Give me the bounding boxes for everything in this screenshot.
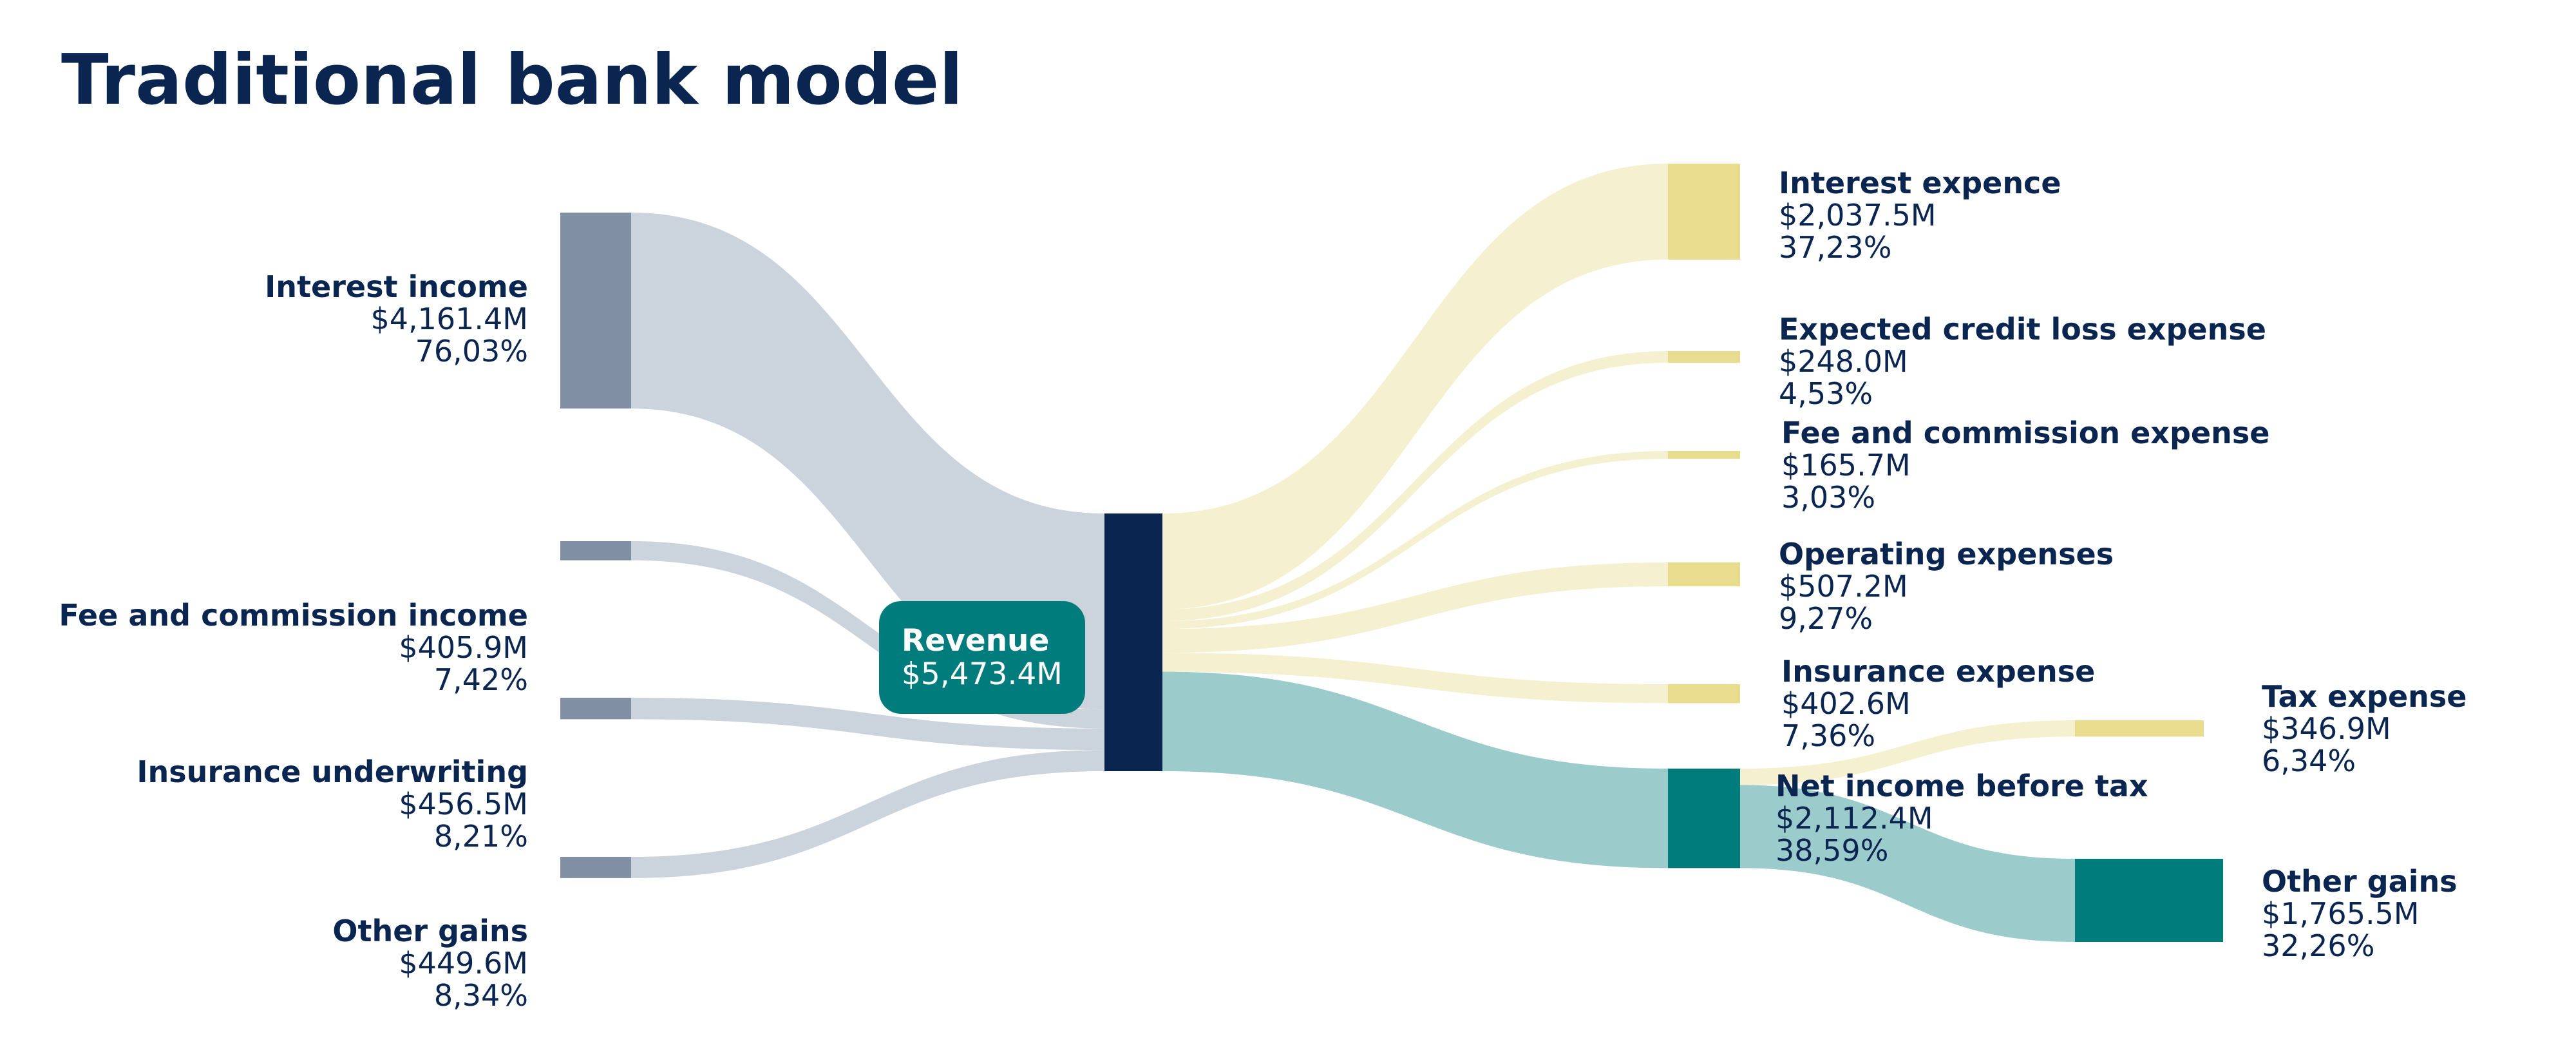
source-label-2-value-label: $456.5M (399, 787, 528, 821)
flow-expense-2 (1162, 451, 1668, 629)
flow-expense-0 (1162, 164, 1668, 609)
source-node-0 (560, 213, 631, 409)
final-node-1 (2075, 859, 2223, 943)
source-node-3 (560, 857, 631, 878)
revenue-badge (879, 601, 1085, 714)
revenue-badge-value: $5,473.4M (902, 657, 1063, 692)
net-income-label-pct-label: 38,59% (1776, 833, 1888, 868)
source-label-2-pct-label: 8,21% (434, 819, 528, 854)
final-label-0-name: Tax expense (2262, 679, 2467, 714)
source-label-0-pct-label: 76,03% (415, 334, 528, 369)
revenue-node (1104, 513, 1162, 771)
net-income-label-name: Net income before tax (1776, 769, 2148, 803)
flow-final-1 (1740, 785, 2075, 943)
flow-expense-4 (1162, 653, 1668, 704)
final-label-0-pct-label: 6,34% (2262, 743, 2356, 778)
expense-label-4-pct-label: 7,36% (1781, 718, 1875, 753)
source-label-0-value-label: $4,161.4M (370, 302, 528, 336)
final-label-0-value-label: $346.9M (2262, 711, 2391, 746)
net-income-node (1668, 769, 1740, 868)
final-label-1-name: Other gains (2262, 864, 2458, 899)
revenue-badge-name: Revenue (902, 623, 1049, 658)
net-income-label-value-label: $2,112.4M (1776, 801, 1933, 836)
flow-income-1 (631, 541, 1104, 729)
expense-label-1-value-label: $248.0M (1779, 344, 1908, 379)
source-node-1 (560, 541, 631, 561)
flow-net-income (1162, 671, 1668, 868)
flow-income-2 (631, 698, 1104, 751)
expense-label-3-value-label: $507.2M (1779, 569, 1908, 604)
flow-income-3 (631, 750, 1104, 878)
source-label-1-value-label: $405.9M (399, 630, 528, 665)
final-label-1-pct-label: 32,26% (2262, 928, 2374, 963)
final-label-1-value-label: $1,765.5M (2262, 896, 2420, 931)
expense-label-0-pct-label: 37,23% (1779, 230, 1891, 265)
flow-final-0 (1740, 720, 2075, 785)
expense-label-2-value-label: $165.7M (1781, 448, 1911, 483)
expense-label-3-pct-label: 9,27% (1779, 601, 1873, 636)
expense-label-3-name: Operating expenses (1779, 537, 2114, 571)
expense-node-4 (1668, 684, 1740, 704)
source-label-1-pct-label: 7,42% (434, 662, 528, 697)
expense-label-4-name: Insurance expense (1781, 654, 2095, 689)
flow-layer (631, 164, 2075, 943)
source-label-0-name: Interest income (265, 269, 528, 304)
final-node-0 (2075, 720, 2204, 737)
expense-node-2 (1668, 451, 1740, 459)
flow-expense-1 (1162, 351, 1668, 622)
flow-income-0 (631, 213, 1104, 710)
expense-label-2-pct-label: 3,03% (1781, 480, 1875, 515)
source-label-3-value-label: $449.6M (399, 946, 528, 981)
expense-label-1-pct-label: 4,53% (1779, 376, 1873, 411)
expense-label-1-name: Expected credit loss expense (1779, 312, 2266, 347)
source-label-3-pct-label: 8,34% (434, 978, 528, 1013)
source-label-3-name: Other gains (332, 914, 528, 948)
source-label-2-name: Insurance underwriting (137, 754, 528, 789)
expense-label-2-name: Fee and commission expense (1781, 416, 2269, 450)
flow-expense-3 (1162, 562, 1668, 653)
chart-title: Traditional bank model (61, 40, 963, 120)
expense-node-1 (1668, 351, 1740, 363)
source-node-2 (560, 698, 631, 720)
expense-node-0 (1668, 164, 1740, 260)
expense-node-3 (1668, 562, 1740, 587)
expense-label-0-name: Interest expence (1779, 166, 2061, 200)
expense-label-0-value-label: $2,037.5M (1779, 198, 1937, 233)
node-layer (560, 164, 2223, 943)
source-label-1-name: Fee and commission income (59, 598, 528, 633)
expense-label-4-value-label: $402.6M (1781, 686, 1911, 721)
